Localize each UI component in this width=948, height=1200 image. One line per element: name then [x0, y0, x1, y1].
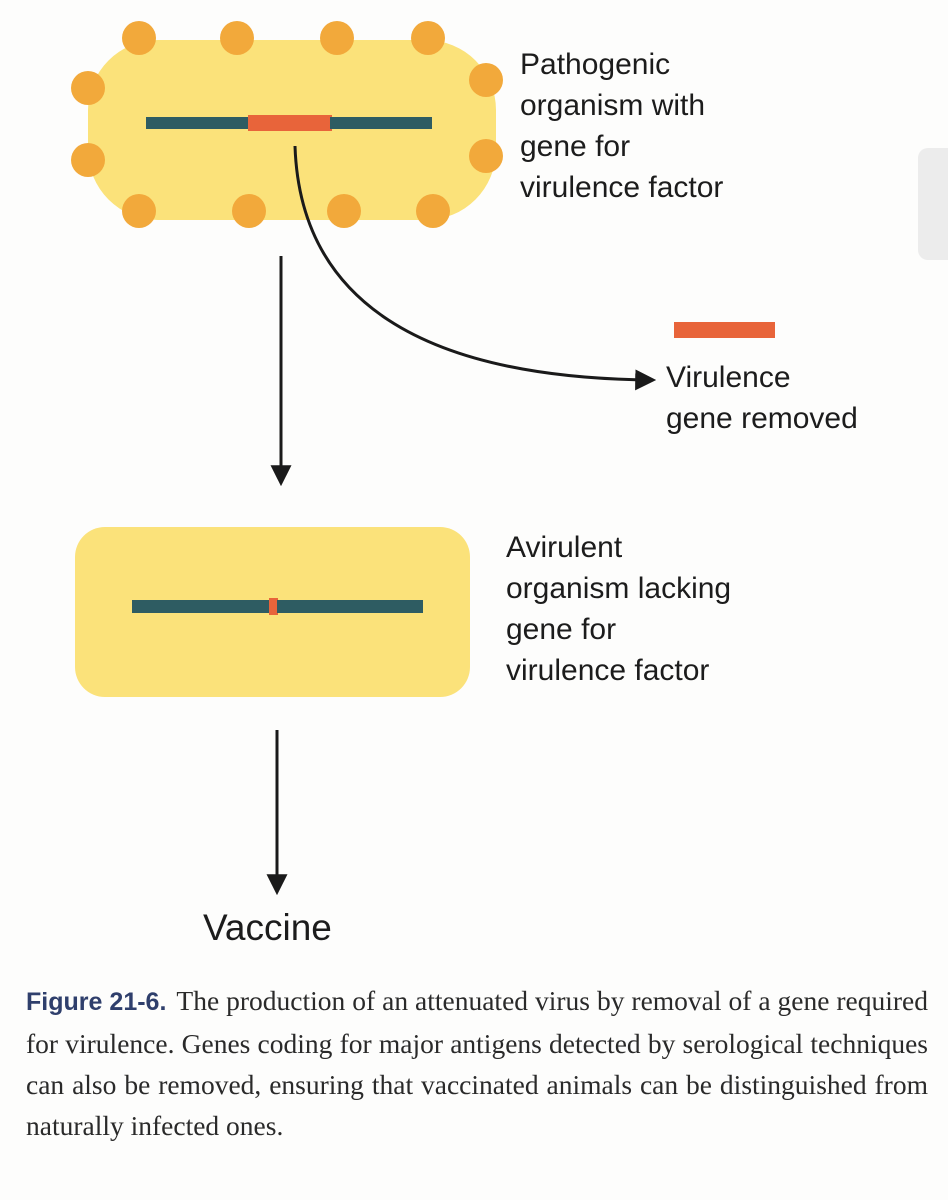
label-line: gene for: [520, 130, 631, 163]
surface-antigen: [320, 21, 354, 55]
gene-strand-left: [132, 600, 270, 613]
virulence-gene-removed-label: Virulence gene removed: [666, 357, 858, 439]
surface-antigen: [122, 21, 156, 55]
gene-strand-right: [330, 117, 432, 129]
surface-antigen: [469, 139, 503, 173]
surface-antigen: [327, 194, 361, 228]
surface-antigen: [416, 194, 450, 228]
surface-antigen: [71, 143, 105, 177]
avirulent-organism-label: Avirulent organism lacking gene for viru…: [506, 527, 731, 691]
surface-antigens: [71, 21, 503, 228]
label-line: Pathogenic: [520, 48, 671, 81]
virulence-gene-remnant: [269, 598, 278, 615]
surface-antigen: [122, 194, 156, 228]
avirulent-organism: [75, 527, 470, 697]
page-edge-tab: [918, 148, 948, 260]
caption-text: The production of an attenuated virus by…: [26, 985, 929, 1141]
removed-virulence-gene: [674, 322, 775, 338]
label-line: organism lacking: [506, 572, 732, 605]
surface-antigen: [469, 63, 503, 97]
figure-caption: Figure 21-6.The production of an attenua…: [26, 980, 928, 1146]
label-line: Avirulent: [506, 531, 623, 564]
gene-removal-arrow: [293, 145, 657, 391]
virulence-gene: [248, 115, 332, 131]
diagram-canvas: [71, 21, 775, 896]
gene-strand-left: [146, 117, 250, 129]
label-line: gene removed: [666, 402, 858, 435]
gene-strand-right: [277, 600, 423, 613]
surface-antigen: [232, 194, 266, 228]
surface-antigen: [220, 21, 254, 55]
label-line: virulence factor: [506, 654, 710, 687]
pathogenic-organism-label: Pathogenic organism with gene for virule…: [520, 44, 723, 208]
label-line: Virulence: [666, 361, 791, 394]
surface-antigen: [411, 21, 445, 55]
label-line: organism with: [520, 89, 706, 122]
label-line: gene for: [506, 613, 617, 646]
label-line: virulence factor: [520, 171, 724, 204]
pathogenic-organism: [71, 21, 503, 228]
surface-antigen: [71, 71, 105, 105]
vaccine-label: Vaccine: [203, 907, 332, 948]
caption-label: Figure 21-6.: [26, 988, 167, 1016]
